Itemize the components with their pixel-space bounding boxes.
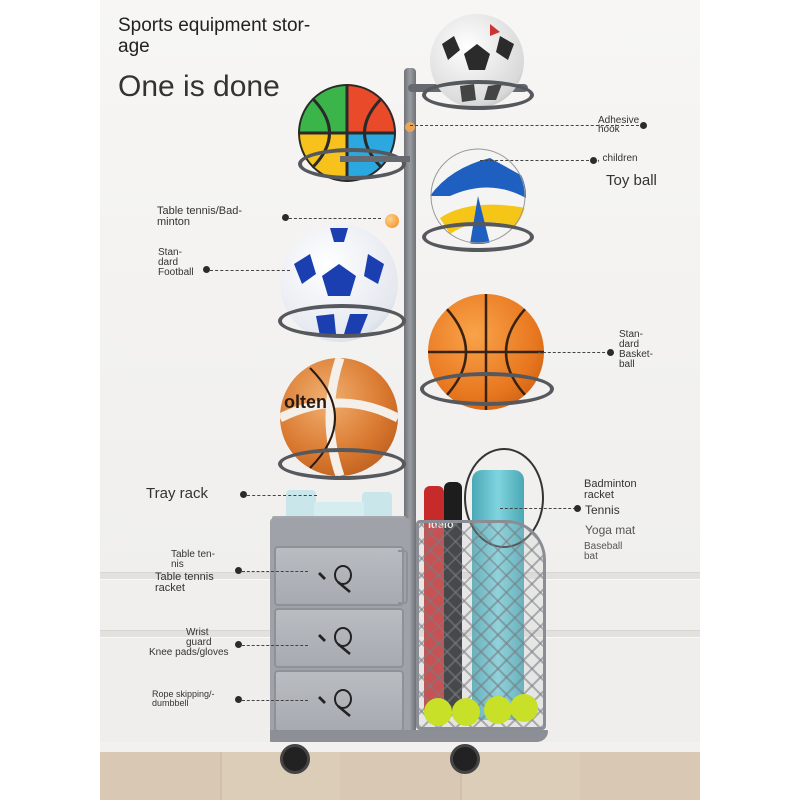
label-children: , children [597,153,638,164]
drawer-bottom[interactable] [274,670,404,732]
label-badminton-racket: Badminton racket [584,478,637,501]
tennis-ball [510,694,538,722]
label-toy-ball: Toy ball [606,172,657,189]
arm [340,156,410,162]
leader-line [242,645,308,646]
label-table-tennis-badminton: Table tennis/Bad- minton [157,205,242,228]
label-standard-football: Stan- dard Football [158,247,194,278]
badminton-racket-icon [318,565,352,593]
leader-dot [590,157,597,164]
leader-line [500,508,576,509]
storage-basket [416,520,546,730]
tennis-ball [484,696,512,724]
label-tray-rack: Tray rack [146,485,208,502]
leader-line [242,700,308,701]
leader-dot [235,567,242,574]
adhesive-hook-icon [405,122,415,132]
leader-line [289,218,381,219]
leader-line [410,125,644,126]
label-standard-basketball: Stan- dard Basket- ball [619,329,653,370]
holder-ring [420,372,554,406]
leader-line [247,495,317,496]
tennis-ball [452,698,480,726]
cart-base [270,730,548,742]
label-knee-pads-gloves: Knee pads/gloves [149,647,229,658]
label-table-tennis: Table ten- nis [171,549,215,570]
leader-dot [607,349,614,356]
dumbbell-bar [314,502,364,516]
leader-dot [235,641,242,648]
drawer-top[interactable] [274,546,404,606]
label-wrist-guard: Wrist guard [186,627,212,648]
ball-brand-text: olten [284,392,327,412]
leader-dot [235,696,242,703]
wooden-floor [100,752,700,800]
badminton-racket-icon [318,689,352,717]
leader-dot [282,214,289,221]
wheel-icon [450,744,480,774]
drawer-middle[interactable] [274,608,404,668]
heading-subtitle: One is done [118,70,280,103]
leader-line [480,160,594,161]
tennis-ball [424,698,452,726]
holder-ring [298,148,406,180]
label-rope-skipping-dumbbell: Rope skipping/- dumbbell [152,689,215,708]
drawer-handle[interactable] [398,550,408,604]
leader-dot [640,122,647,129]
holder-ring [278,304,406,338]
label-adhesive-hook: Adhesive hook [598,115,640,135]
leader-line [538,352,610,353]
leader-dot [574,505,581,512]
ping-pong-ball [385,214,399,228]
label-baseball-bat: Baseball bat [584,541,623,562]
holder-ring [422,222,534,252]
heading-title: Sports equipment stor- age [118,15,311,57]
leader-dot [240,491,247,498]
wheel-icon [280,744,310,774]
holder-ring [278,448,406,480]
label-table-tennis-racket: Table tennis racket [155,571,214,594]
leader-line [242,571,308,572]
label-tennis: Tennis [585,503,620,517]
badminton-racket-icon [318,627,352,655]
leader-line [210,270,290,271]
leader-dot [203,266,210,273]
label-yoga-mat: Yoga mat [585,523,636,537]
holder-ring [422,80,534,110]
